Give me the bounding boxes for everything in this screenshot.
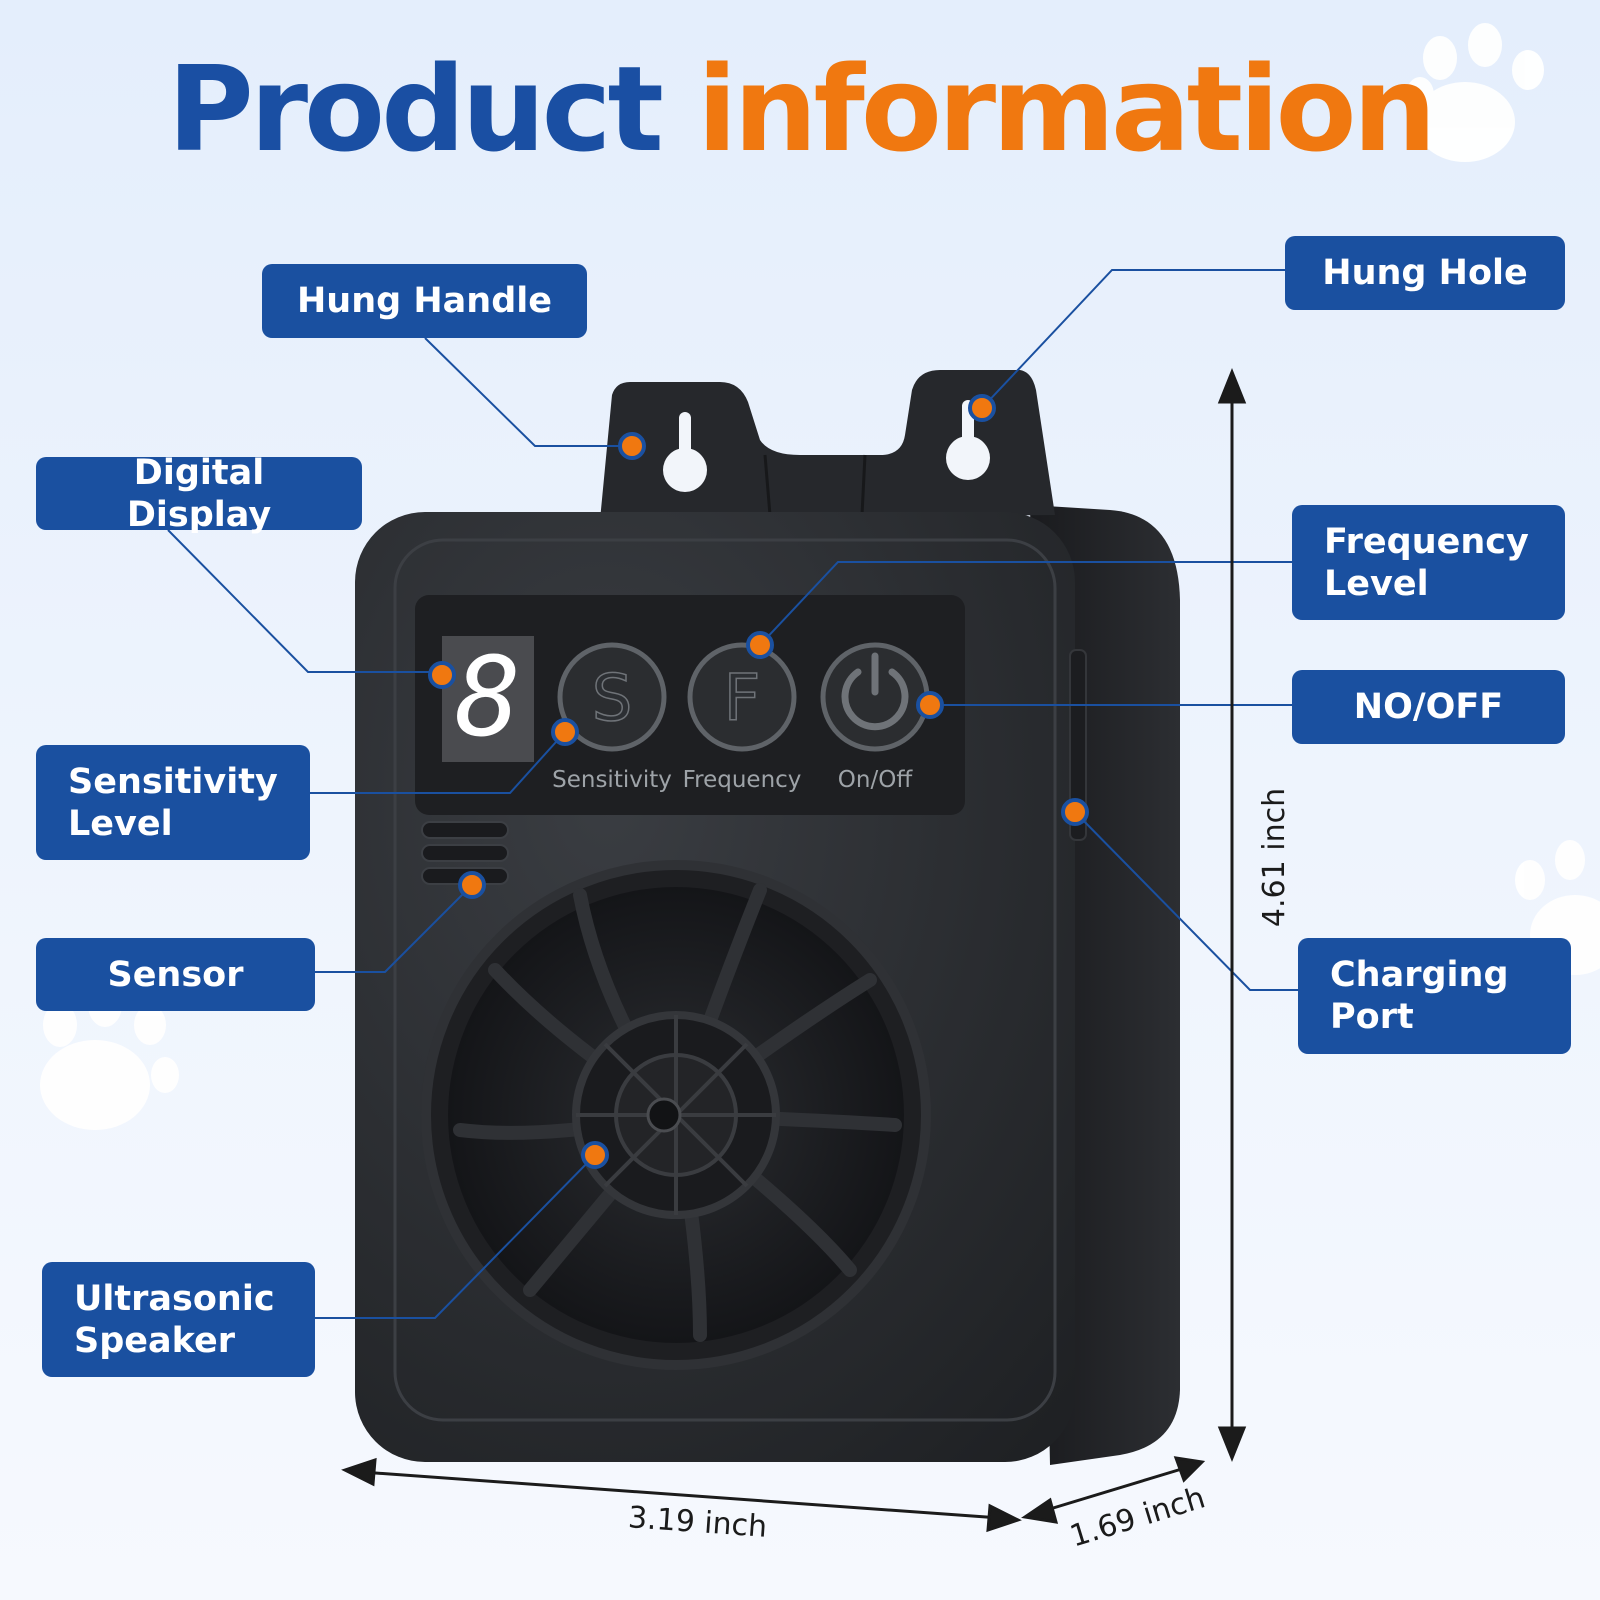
ultrasonic-speaker xyxy=(421,860,931,1370)
power-button[interactable] xyxy=(820,642,930,752)
svg-text:8: 8 xyxy=(455,633,521,761)
callout-dot xyxy=(428,394,1089,1169)
title-word-product: Product xyxy=(167,40,664,178)
label-hung-hole: Hung Hole xyxy=(1285,236,1565,310)
frequency-caption: Frequency xyxy=(683,767,802,793)
label-sensitivity-level: Sensitivity Level xyxy=(36,745,310,860)
sensitivity-button[interactable]: S xyxy=(557,642,667,752)
title-word-information: information xyxy=(697,40,1437,178)
digital-display: 8 xyxy=(442,633,534,762)
paw-icon xyxy=(1515,840,1600,975)
label-ultrasonic-speaker: Ultrasonic Speaker xyxy=(42,1262,315,1377)
label-sensor: Sensor xyxy=(36,938,315,1011)
page-title: Product information xyxy=(0,50,1600,168)
sensitivity-caption: Sensitivity xyxy=(552,767,672,793)
paw-icon xyxy=(40,983,179,1130)
paw-icon xyxy=(1406,23,1544,162)
sensor-grille xyxy=(421,821,509,885)
label-on-off: NO/OFF xyxy=(1292,670,1565,744)
power-icon xyxy=(841,652,909,731)
label-hung-handle: Hung Handle xyxy=(262,264,587,338)
label-frequency-level: Frequency Level xyxy=(1292,505,1565,620)
label-charging-port: Charging Port xyxy=(1298,938,1571,1054)
label-digital-display: Digital Display xyxy=(36,453,362,535)
dimension-height: 4.61 inch xyxy=(1257,787,1293,928)
svg-text:F: F xyxy=(724,662,761,736)
frequency-button[interactable]: F xyxy=(687,642,797,752)
svg-text:S: S xyxy=(592,662,633,736)
onoff-caption: On/Off xyxy=(838,767,914,793)
hung-hole xyxy=(663,400,990,492)
